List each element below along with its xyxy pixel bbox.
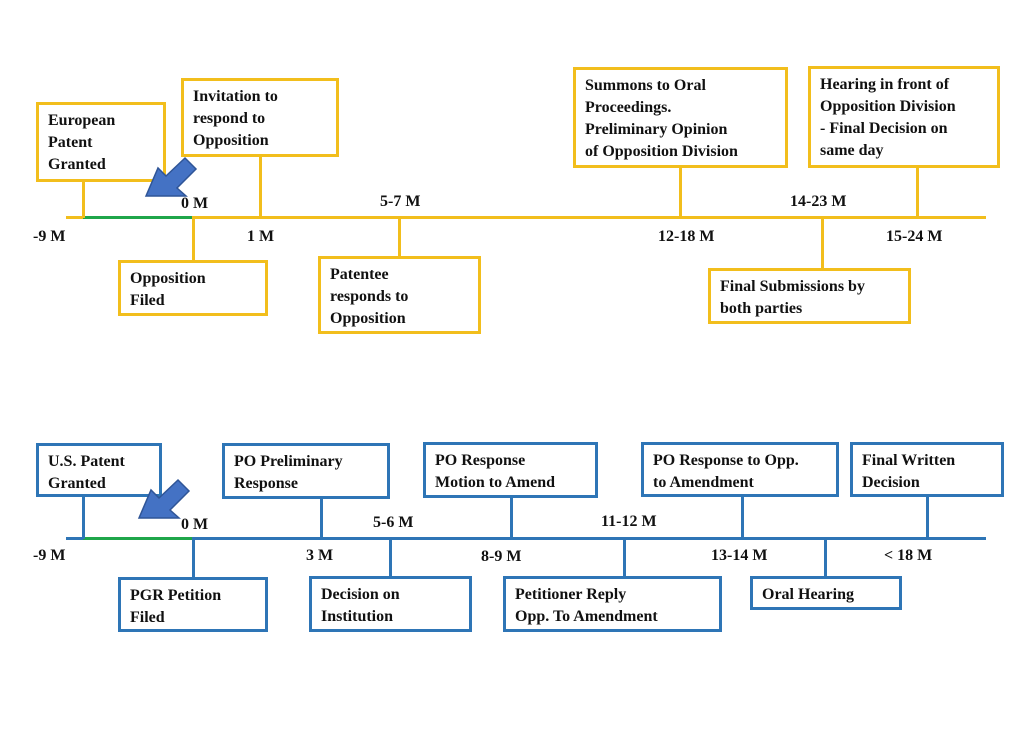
us-initial-period-bar [83, 537, 193, 540]
eu-initial-period-bar [83, 216, 193, 219]
eu-tick-12-18m: 12-18 M [658, 228, 715, 245]
eu-box-summons-oral-proceedings: Summons to Oral Proceedings. Preliminary… [573, 67, 788, 168]
us-connector-po-prelim [320, 499, 323, 539]
us-connector-final-decision [926, 497, 929, 539]
eu-connector-granted [82, 182, 85, 218]
us-tick-5-6m: 5-6 M [373, 514, 414, 531]
eu-box-opposition-filed: Opposition Filed [118, 260, 268, 316]
us-tick-3m: 3 M [306, 547, 334, 564]
us-box-final-written-decision: Final Written Decision [850, 442, 1004, 497]
us-box-oral-hearing: Oral Hearing [750, 576, 902, 610]
us-tick-minus-9m: -9 M [33, 547, 66, 564]
eu-box-invitation-to-respond: Invitation to respond to Opposition [181, 78, 339, 157]
us-box-decision-on-institution: Decision on Institution [309, 576, 472, 632]
eu-connector-patentee [398, 216, 401, 256]
eu-arrow-icon [144, 156, 198, 197]
eu-tick-15-24m: 15-24 M [886, 228, 943, 245]
us-connector-pgr-filed [192, 537, 195, 577]
us-tick-0m: 0 M [181, 516, 209, 533]
eu-box-final-submissions: Final Submissions by both parties [708, 268, 911, 324]
eu-tick-0m: 0 M [181, 195, 209, 212]
eu-box-patentee-responds: Patentee responds to Opposition [318, 256, 481, 334]
eu-tick-5-7m: 5-7 M [380, 193, 421, 210]
us-connector-granted [82, 497, 85, 539]
us-connector-po-response [510, 498, 513, 539]
eu-tick-1m: 1 M [247, 228, 275, 245]
us-box-po-response-opp: PO Response to Opp. to Amendment [641, 442, 839, 497]
us-tick-11-12m: 11-12 M [601, 513, 657, 530]
eu-box-patent-granted: European Patent Granted [36, 102, 166, 182]
us-box-petitioner-reply: Petitioner Reply Opp. To Amendment [503, 576, 722, 632]
eu-tick-minus-9m: -9 M [33, 228, 66, 245]
eu-connector-invitation [259, 157, 262, 218]
us-tick-lt-18m: < 18 M [884, 547, 933, 564]
us-connector-po-response-opp [741, 497, 744, 539]
eu-timeline-axis [66, 216, 986, 219]
us-box-po-response-motion: PO Response Motion to Amend [423, 442, 598, 498]
eu-connector-filed [192, 216, 195, 260]
eu-box-hearing-final-decision: Hearing in front of Opposition Division … [808, 66, 1000, 168]
us-box-po-preliminary-response: PO Preliminary Response [222, 443, 390, 499]
eu-tick-14-23m: 14-23 M [790, 193, 847, 210]
us-connector-petitioner-reply [623, 537, 626, 576]
us-arrow-icon [137, 478, 191, 519]
us-box-patent-granted: U.S. Patent Granted [36, 443, 162, 497]
us-connector-institution [389, 537, 392, 576]
us-box-pgr-petition-filed: PGR Petition Filed [118, 577, 268, 632]
us-timeline-axis [66, 537, 986, 540]
us-tick-8-9m: 8-9 M [481, 548, 522, 565]
eu-connector-summons [679, 168, 682, 218]
eu-connector-final-submissions [821, 216, 824, 268]
us-tick-13-14m: 13-14 M [711, 547, 768, 564]
us-connector-oral-hearing [824, 537, 827, 576]
eu-connector-hearing [916, 168, 919, 218]
